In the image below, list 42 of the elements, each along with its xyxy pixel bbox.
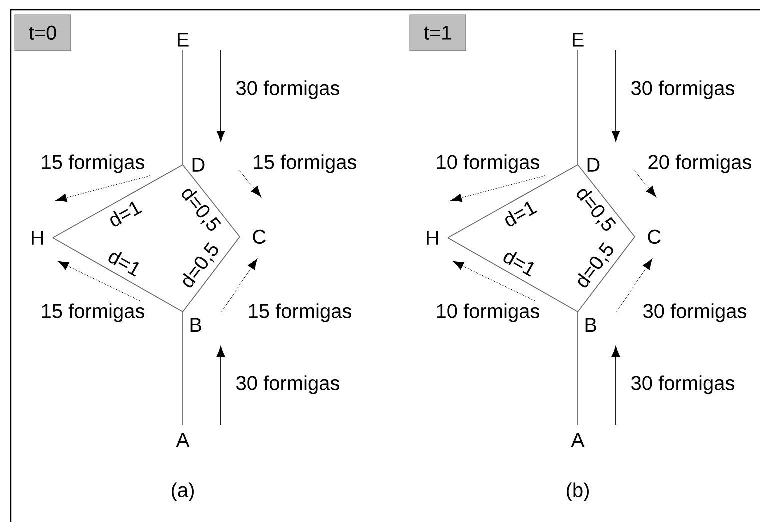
vertex-label: A (571, 433, 585, 447)
edge-line (182, 312, 184, 426)
flow-label: 20 formigas (648, 154, 752, 174)
vertex-label: C (648, 230, 661, 244)
edge-label: d=1 (110, 202, 142, 227)
flow-label: 30 formigas (236, 80, 340, 100)
flow-label: 30 formigas (632, 376, 734, 394)
flow-label: 15 formigas (254, 154, 356, 174)
vertex-label: A (176, 433, 190, 447)
time-step-box: t=0 (14, 14, 72, 52)
flow-label: 10 formigas (437, 154, 540, 174)
flow-label: 15 formigas (42, 304, 144, 322)
edge-line (448, 238, 578, 312)
flow-label: 10 formigas (437, 304, 540, 322)
vertex-label: D (588, 158, 600, 172)
flow-label: 30 formigas (632, 80, 734, 100)
flow-label: 15 formigas (249, 304, 352, 322)
time-step-box: t=1 (410, 14, 466, 52)
edge-label: d=1 (506, 202, 538, 227)
vertex-label: H (32, 231, 44, 245)
edge-line (52, 164, 184, 238)
vertex-label: C (253, 230, 266, 244)
vertex-label: D (192, 158, 205, 172)
edge-line (52, 238, 184, 312)
edge-line (448, 164, 578, 238)
edge-line (182, 164, 240, 238)
vertex-label: B (586, 318, 596, 332)
vertex-label: E (572, 33, 584, 47)
edge-line (182, 50, 184, 166)
edge-line (182, 236, 240, 312)
flow-label: 15 formigas (42, 154, 144, 174)
vertex-label: E (178, 33, 189, 47)
panel-caption: (a) (172, 482, 194, 502)
edge-line (578, 236, 636, 312)
vertex-label: B (190, 318, 202, 332)
edge-label: d=1 (108, 252, 140, 277)
panel-caption: (b) (567, 482, 589, 502)
vertex-label: H (427, 231, 438, 245)
flow-label: 30 formigas (236, 376, 340, 394)
edge-label: d=1 (504, 252, 534, 277)
flow-label: 30 formigas (644, 304, 746, 322)
edge-line (578, 164, 636, 238)
